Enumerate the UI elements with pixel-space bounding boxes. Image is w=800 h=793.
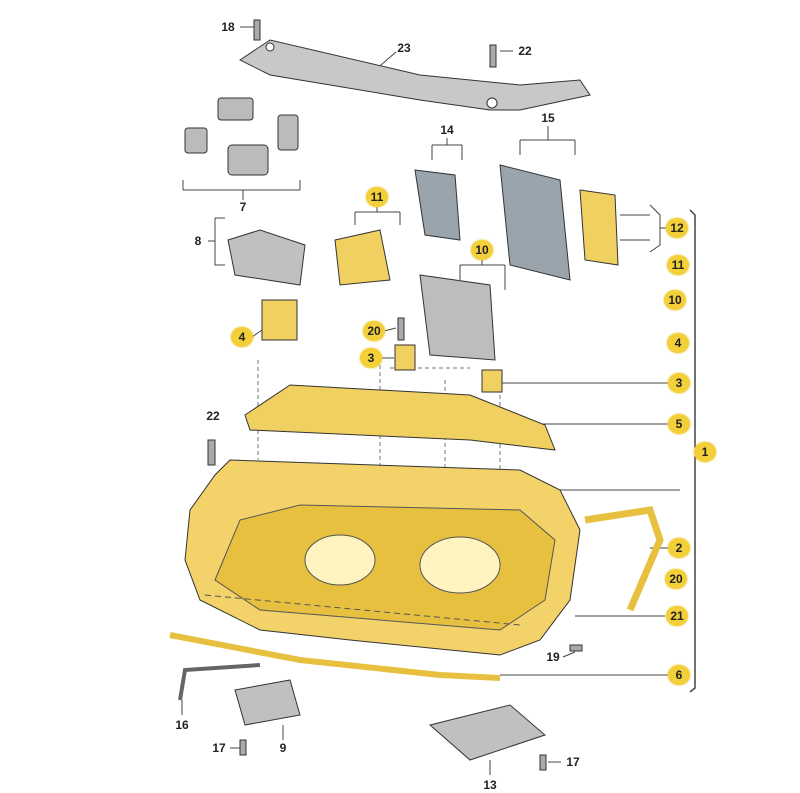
callout-15: 15 [541,111,555,125]
module-12 [579,189,619,266]
module-11 [334,229,391,286]
callout-10-list: 10 [664,290,686,310]
callout-6: 6 [668,665,690,685]
callout-3: 3 [360,348,382,368]
callout-22: 22 [518,44,532,58]
callout-2: 2 [668,538,690,558]
callout-21: 21 [666,606,688,626]
callout-19: 19 [546,650,560,664]
callout-3-list: 3 [668,373,690,393]
wiring-16 [178,663,261,701]
callout-12: 12 [666,218,688,238]
grey-covers-14-15 [414,164,571,281]
callout-11-list: 11 [667,255,689,275]
callout-17: 17 [212,741,226,755]
small-brackets-7 [184,97,299,176]
callout-5: 5 [668,414,690,434]
callout-7: 7 [239,200,247,214]
callout-10: 10 [471,240,493,260]
headlamp-housing-1 [184,459,581,656]
callout-20-list: 20 [665,569,687,589]
mounting-bracket-23 [239,39,591,111]
callout-4: 4 [231,327,253,347]
bulb-holder-3 [394,344,416,371]
callout-8: 8 [194,234,202,248]
callout-23: 23 [397,41,411,55]
seal-2 [584,506,664,612]
callout-4-list: 4 [667,333,689,353]
trim-cover-5 [244,384,556,451]
bulb-holder-3b [481,369,503,393]
callout-11: 11 [366,187,388,207]
cover-8 [227,229,306,286]
seal-6 [169,632,501,681]
control-unit-13 [428,704,546,761]
callout-9: 9 [279,741,287,755]
screws [207,19,583,771]
callout-14: 14 [440,123,454,137]
callout-20: 20 [363,321,385,341]
callout-22-lower: 22 [206,409,220,423]
control-unit-9 [234,679,301,726]
motor-4 [261,299,298,341]
callout-18: 18 [221,20,235,34]
callout-1: 1 [694,442,716,462]
callout-17-right: 17 [566,755,580,769]
callout-16: 16 [175,718,189,732]
callout-13: 13 [483,778,497,792]
control-unit-10 [419,274,496,361]
